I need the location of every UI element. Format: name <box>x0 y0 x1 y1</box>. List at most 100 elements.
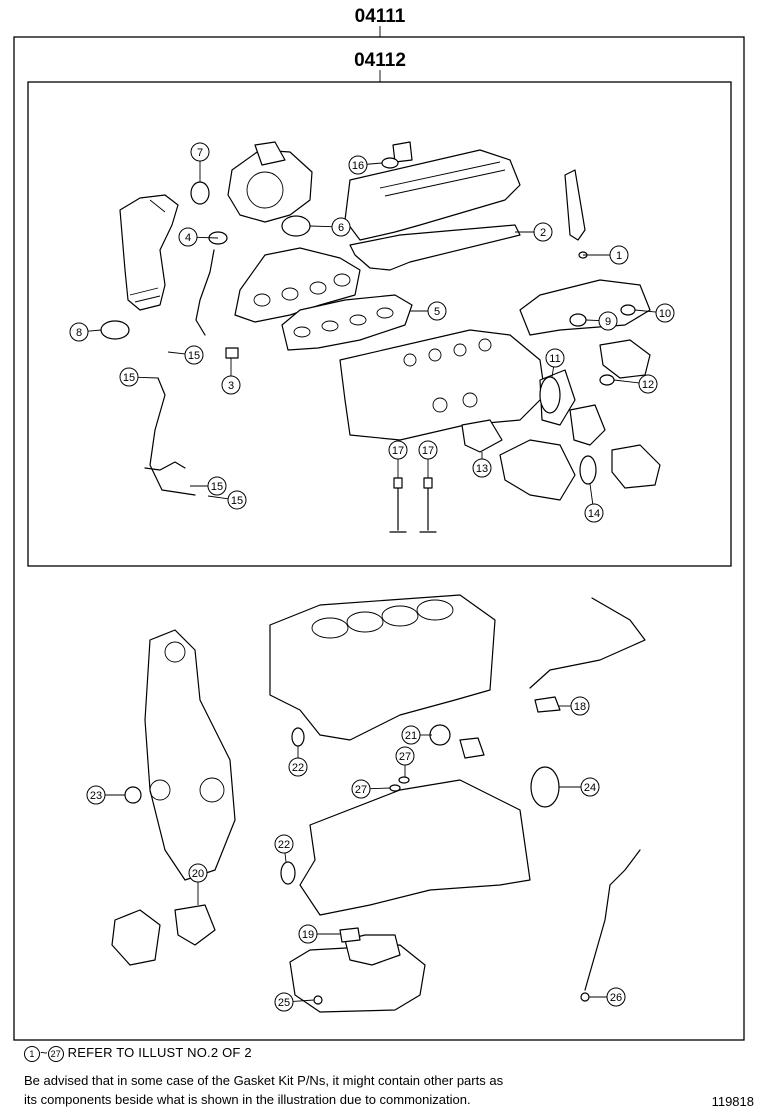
callout-circle <box>119 367 139 387</box>
egr-valve <box>599 339 651 379</box>
inner-kit-frame <box>27 81 732 567</box>
callout-number: 9 <box>605 316 611 328</box>
callout-circle <box>184 345 204 365</box>
cover-ribs <box>379 161 506 197</box>
callout-14: 14 <box>584 483 604 523</box>
oil-filler-cap <box>392 141 413 163</box>
oring-26-part <box>580 992 590 1002</box>
callout-circle <box>638 374 658 394</box>
callout-number: 7 <box>197 147 203 159</box>
callout-number: 15 <box>211 481 223 493</box>
seal-21-part <box>429 724 451 746</box>
callout-leader <box>585 319 600 322</box>
callout-4: 4 <box>178 227 219 247</box>
callout-number: 15 <box>123 372 135 384</box>
callout-3: 3 <box>221 358 241 395</box>
cap-part <box>459 737 485 759</box>
oil-strainer <box>344 934 401 966</box>
callout-circle <box>533 222 553 242</box>
callout-number: 17 <box>422 445 434 457</box>
callout-leader <box>309 225 333 228</box>
callout-circle <box>598 311 618 331</box>
callout-number: 3 <box>228 380 234 392</box>
callout-15: 15 <box>207 490 247 510</box>
ref-text: REFER TO ILLUST NO.2 OF 2 <box>67 1045 252 1060</box>
callout-number: 21 <box>405 730 417 742</box>
catalytic-converter <box>119 194 179 311</box>
callout-23: 23 <box>86 785 125 805</box>
callout-7: 7 <box>190 142 210 182</box>
callout-circle <box>274 992 294 1012</box>
head-cover-gasket <box>349 224 521 271</box>
plug-25-part <box>313 995 323 1005</box>
timing-cover <box>144 629 236 881</box>
callout-circle <box>86 785 106 805</box>
callout-number: 25 <box>278 997 290 1009</box>
callout-leader <box>613 379 640 384</box>
callout-number: 19 <box>302 929 314 941</box>
callout-11: 11 <box>545 348 565 378</box>
callout-circle <box>298 924 318 944</box>
oil-level-gauge <box>584 849 641 991</box>
callout-circle <box>274 834 294 854</box>
callout-circle <box>606 987 626 1007</box>
callout-2: 2 <box>515 222 553 242</box>
callout-leader <box>137 376 159 379</box>
callout-circle <box>227 490 247 510</box>
callout-leader <box>292 999 315 1002</box>
callout-circle <box>348 155 368 175</box>
callout-24: 24 <box>559 777 600 797</box>
callout-leader <box>196 236 219 239</box>
callout-15: 15 <box>190 476 227 496</box>
oring-27a-part <box>398 776 410 784</box>
cylinder-head-cover <box>344 149 521 241</box>
callout-17: 17 <box>418 440 438 478</box>
gasket-12-part <box>599 374 615 386</box>
callout-15: 15 <box>167 345 204 365</box>
oring-22-upper-part <box>291 727 305 747</box>
callout-number: 27 <box>355 784 367 796</box>
valve-2 <box>419 487 437 533</box>
callout-number: 27 <box>399 751 411 763</box>
callout-number: 12 <box>642 379 654 391</box>
callout-16: 16 <box>348 155 383 175</box>
callout-number: 16 <box>352 160 364 172</box>
callout-circle <box>395 746 415 766</box>
gasket-11-part <box>620 304 636 316</box>
callout-circle <box>655 303 675 323</box>
callout-circle <box>331 217 351 237</box>
exhaust-manifold <box>234 247 361 323</box>
callout-number: 4 <box>185 232 191 244</box>
callout-number: 10 <box>659 308 671 320</box>
callout-number: 8 <box>76 327 82 339</box>
callout-leader <box>167 351 186 355</box>
callout-19: 19 <box>298 924 340 944</box>
outer-kit-frame <box>13 36 745 1041</box>
cover-hole-2 <box>149 779 171 801</box>
callout-number: 18 <box>574 701 586 713</box>
footer-reference: 1~27 REFER TO ILLUST NO.2 OF 2 <box>24 1045 252 1062</box>
valve-seal-2 <box>423 477 433 489</box>
callout-leader <box>87 329 102 332</box>
seal-24-part <box>530 766 560 808</box>
callout-circle <box>188 863 208 883</box>
callout-leader <box>207 495 229 500</box>
callout-number: 26 <box>610 992 622 1004</box>
callout-circle <box>207 476 227 496</box>
callout-number: 11 <box>549 353 560 365</box>
fuel-injector <box>564 169 586 241</box>
callout-circle <box>418 440 438 460</box>
gasket-6-part <box>281 215 311 237</box>
gasket-ports <box>293 307 394 338</box>
callout-18: 18 <box>558 696 590 716</box>
callout-9: 9 <box>585 311 618 331</box>
cylinder-head <box>339 329 546 441</box>
oil-pipe-bracket <box>144 461 186 471</box>
callout-circle <box>427 301 447 321</box>
water-pump <box>111 909 161 966</box>
head-parts-group <box>100 141 661 533</box>
callout-leader <box>366 162 383 165</box>
gasket-16-part <box>381 157 399 169</box>
